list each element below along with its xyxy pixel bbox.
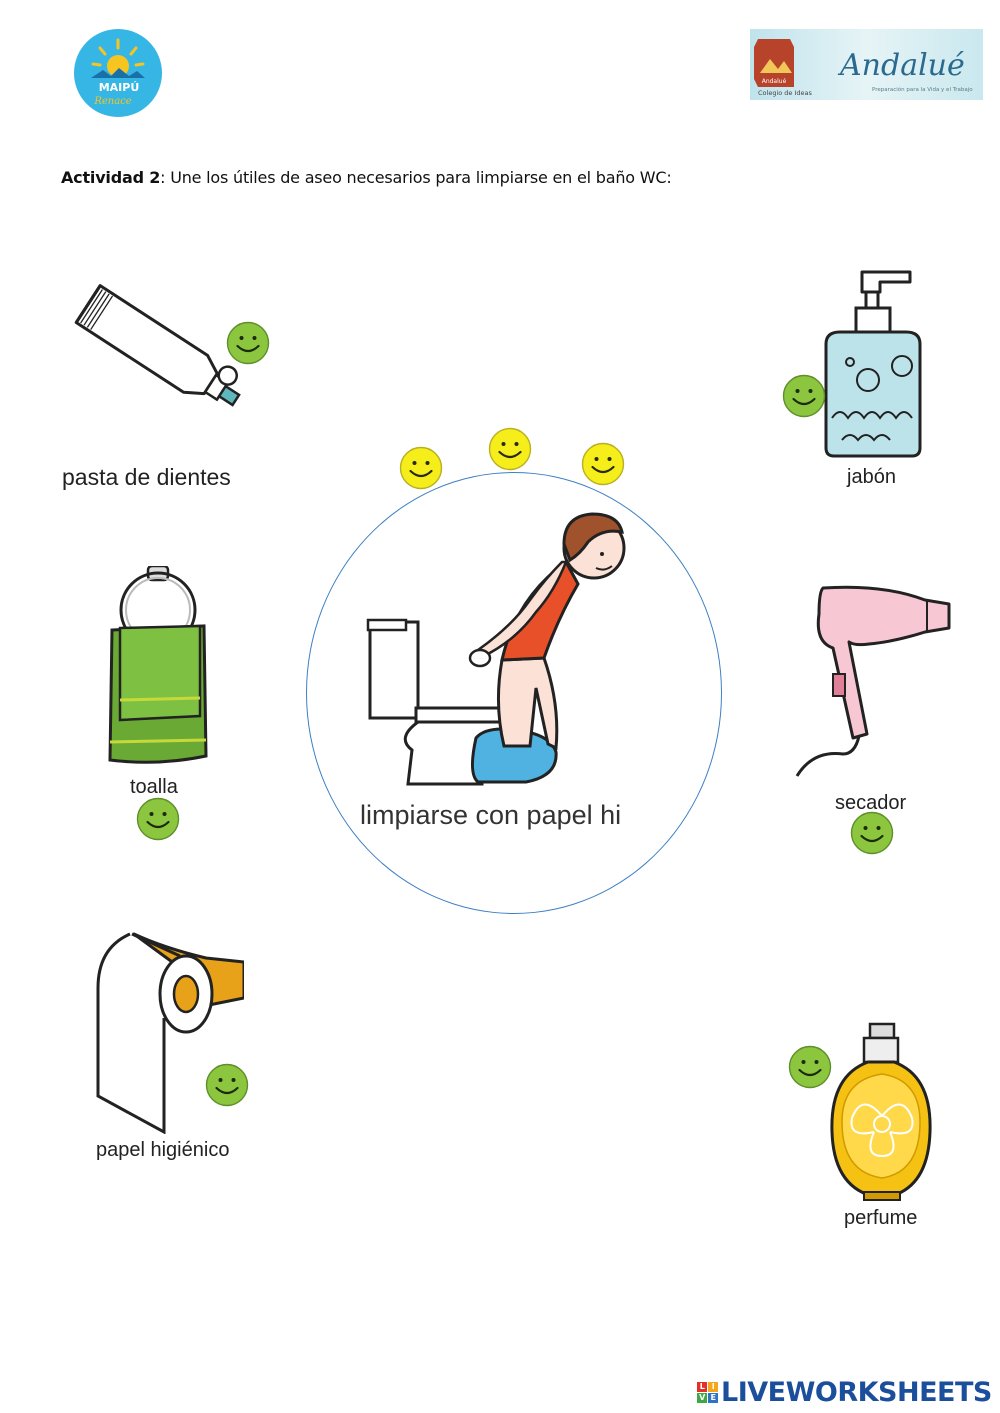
activity-text: : Une los útiles de aseo necesarios para… <box>160 168 672 187</box>
liveworksheets-text: LIVEWORKSHEETS <box>721 1377 992 1408</box>
andalue-logo: Andalué Colegio de Ideas Andalué Prepara… <box>750 29 983 100</box>
activity-instruction: Actividad 2: Une los útiles de aseo nece… <box>61 168 672 187</box>
toilet-child-image <box>366 508 632 792</box>
hairdryer-image[interactable] <box>793 584 955 784</box>
toothpaste-smiley[interactable] <box>226 321 270 365</box>
towel-image[interactable] <box>106 564 210 768</box>
svg-text:Andalué: Andalué <box>837 48 965 83</box>
svg-text:Preparación para la Vida y el: Preparación para la Vida y el Trabajo <box>872 86 973 93</box>
activity-number: Actividad 2 <box>61 168 161 187</box>
center-smiley-1[interactable] <box>399 446 443 490</box>
center-smiley-2[interactable] <box>488 427 532 471</box>
soap-smiley[interactable] <box>782 374 826 418</box>
toothpaste-label: pasta de dientes <box>62 464 231 490</box>
hairdryer-label: secador <box>835 792 907 814</box>
center-smiley-3[interactable] <box>581 442 625 486</box>
hairdryer-smiley[interactable] <box>850 811 894 855</box>
center-label: limpiarse con papel hi <box>360 800 622 830</box>
toilet-paper-label: papel higiénico <box>96 1139 230 1161</box>
svg-text:MAIPÚ: MAIPÚ <box>99 81 140 94</box>
perfume-label: perfume <box>844 1207 918 1229</box>
soap-label: jabón <box>847 466 896 488</box>
svg-text:Andalué: Andalué <box>762 78 787 85</box>
soap-image[interactable] <box>822 270 924 458</box>
perfume-smiley[interactable] <box>788 1045 832 1089</box>
svg-text:Renace: Renace <box>93 96 131 107</box>
towel-smiley[interactable] <box>136 797 180 841</box>
perfume-image[interactable] <box>828 1022 934 1202</box>
toothpaste-image[interactable] <box>52 272 272 432</box>
toilet-paper-image[interactable] <box>94 928 246 1135</box>
maipu-logo: MAIPÚ Renace <box>73 28 163 118</box>
svg-text:Colegio de Ideas: Colegio de Ideas <box>758 89 813 97</box>
center-target-circle[interactable] <box>306 472 722 914</box>
towel-label: toalla <box>130 776 178 798</box>
toilet-paper-smiley[interactable] <box>205 1063 249 1107</box>
